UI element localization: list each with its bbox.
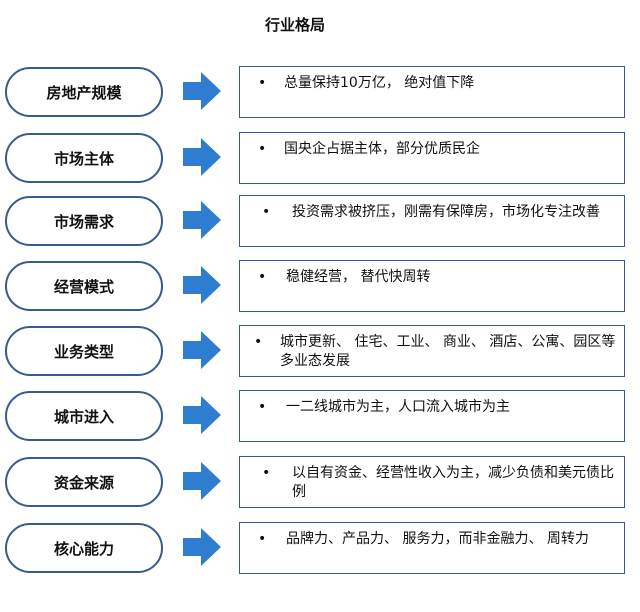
right-arrow-icon (183, 266, 221, 304)
right-arrow-icon (183, 201, 221, 239)
right-arrow-icon (183, 138, 221, 176)
row-city-entry: 城市进入 • 一二线城市为主，人口流入城市为主 (0, 388, 640, 448)
row-core-capability: 核心能力 • 品牌力、产品力、 服务力，而非金融力、 周转力 (0, 520, 640, 580)
description-text: 一二线城市为主，人口流入城市为主 (286, 399, 510, 415)
right-arrow-icon (183, 72, 221, 110)
description-box: • 国央企占据主体，部分优质民企 (239, 132, 625, 184)
description-text: 以自有资金、经营性收入为主，减少负债和美元债比例 (292, 465, 614, 500)
category-pill: 业务类型 (5, 326, 163, 376)
right-arrow-icon (183, 396, 221, 434)
bullet-marker: • (258, 141, 267, 157)
category-pill: 市场主体 (5, 133, 163, 183)
description-text: 品牌力、产品力、 服务力，而非金融力、 周转力 (286, 531, 589, 547)
category-pill: 房地产规模 (5, 67, 163, 117)
description-box: • 投资需求被挤压，刚需有保障房，市场化专注改善 (239, 195, 625, 247)
row-business-model: 经营模式 • 稳健经营， 替代快周转 (0, 258, 640, 318)
category-pill: 市场需求 (5, 196, 163, 246)
category-pill: 经营模式 (5, 261, 163, 311)
bullet-marker: • (258, 399, 267, 415)
right-arrow-icon (183, 331, 221, 369)
description-box: • 城市更新、 住宅、工业、 商业、 酒店、公寓、园区等多业态发展 (239, 325, 625, 377)
row-scale: 房地产规模 • 总量保持10万亿， 绝对值下降 (0, 64, 640, 124)
description-text: 城市更新、 住宅、工业、 商业、 酒店、公寓、园区等多业态发展 (280, 334, 616, 369)
row-funding-source: 资金来源 • 以自有资金、经营性收入为主，减少负债和美元债比例 (0, 454, 640, 514)
bullet-marker: • (262, 204, 271, 220)
category-pill: 城市进入 (5, 391, 163, 441)
description-box: • 一二线城市为主，人口流入城市为主 (239, 390, 625, 442)
row-market-demand: 市场需求 • 投资需求被挤压，刚需有保障房，市场化专注改善 (0, 193, 640, 253)
right-arrow-icon (183, 462, 221, 500)
right-arrow-icon (183, 528, 221, 566)
bullet-marker: • (258, 531, 267, 547)
description-box: • 稳健经营， 替代快周转 (239, 260, 625, 312)
description-box: • 总量保持10万亿， 绝对值下降 (239, 66, 625, 118)
description-text: 总量保持10万亿， 绝对值下降 (284, 75, 475, 91)
row-business-type: 业务类型 • 城市更新、 住宅、工业、 商业、 酒店、公寓、园区等多业态发展 (0, 323, 640, 383)
description-text: 稳健经营， 替代快周转 (286, 269, 431, 285)
description-text: 国央企占据主体，部分优质民企 (284, 141, 480, 157)
category-pill: 核心能力 (5, 523, 163, 573)
category-pill: 资金来源 (5, 457, 163, 507)
row-market-players: 市场主体 • 国央企占据主体，部分优质民企 (0, 130, 640, 190)
bullet-marker: • (258, 269, 267, 285)
bullet-marker: • (258, 75, 267, 91)
description-box: • 品牌力、产品力、 服务力，而非金融力、 周转力 (239, 522, 625, 574)
description-text: 投资需求被挤压，刚需有保障房，市场化专注改善 (292, 204, 600, 220)
bullet-marker: • (254, 334, 263, 350)
description-box: • 以自有资金、经营性收入为主，减少负债和美元债比例 (239, 456, 625, 508)
diagram-title: 行业格局 (264, 16, 325, 34)
bullet-marker: • (262, 465, 271, 481)
